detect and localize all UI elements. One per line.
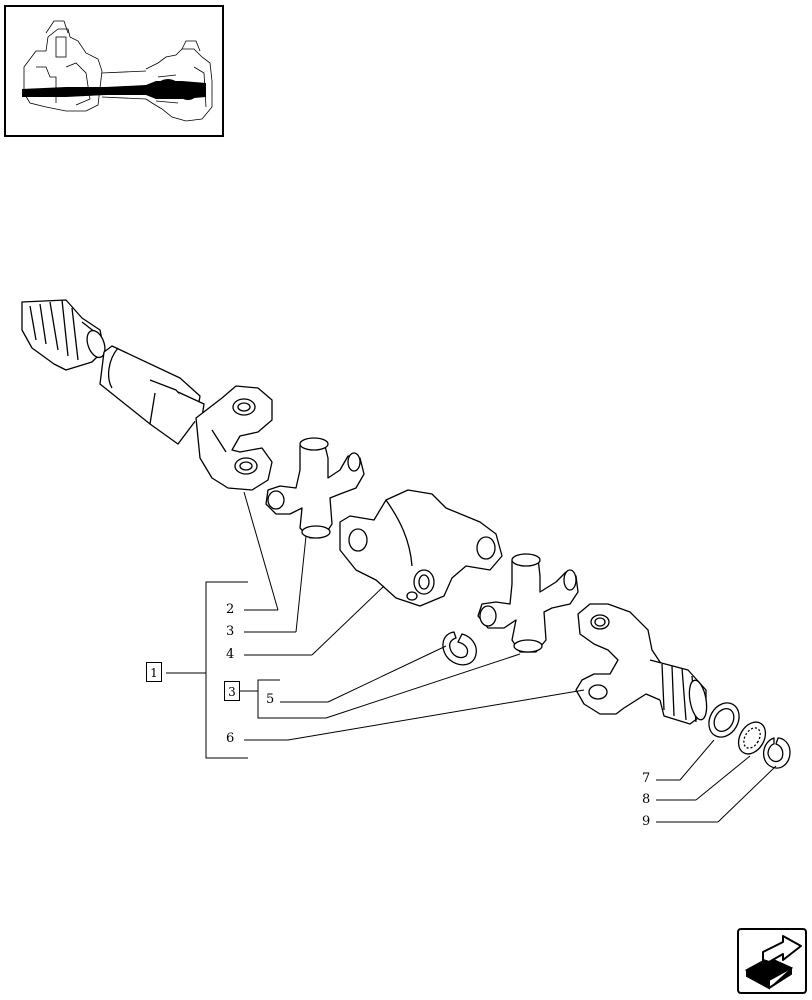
spider-cross-part-3-lower xyxy=(477,553,579,653)
callout-7[interactable]: 7 xyxy=(642,771,651,786)
callout-2[interactable]: 2 xyxy=(226,602,235,617)
callout-5[interactable]: 5 xyxy=(266,692,275,707)
leader-lines xyxy=(166,491,777,823)
drive-shaft xyxy=(99,345,205,445)
spider-cross-part-3-upper xyxy=(265,437,365,539)
callout-group-1[interactable]: 1 xyxy=(146,662,162,682)
callout-6[interactable]: 6 xyxy=(226,731,235,746)
callout-group-3[interactable]: 3 xyxy=(224,681,240,701)
snap-ring-part-5 xyxy=(442,631,477,666)
next-page-arrow-icon xyxy=(744,935,802,990)
axle-overview-drawing xyxy=(22,20,213,122)
ring-part-7 xyxy=(708,702,740,738)
shaft-spline-end xyxy=(21,299,106,371)
axle-overview-thumbnail[interactable] xyxy=(4,5,224,137)
next-page-button[interactable] xyxy=(737,928,807,994)
center-coupling-part-4 xyxy=(339,489,503,607)
callout-4[interactable]: 4 xyxy=(226,647,235,662)
callout-9[interactable]: 9 xyxy=(642,814,651,829)
toothed-washer-part-8 xyxy=(737,721,767,755)
circlip-part-9 xyxy=(763,737,791,769)
callout-3[interactable]: 3 xyxy=(226,624,235,639)
yoke-part-6 xyxy=(575,603,708,725)
yoke-part-2 xyxy=(195,385,273,491)
callout-8[interactable]: 8 xyxy=(642,792,651,807)
